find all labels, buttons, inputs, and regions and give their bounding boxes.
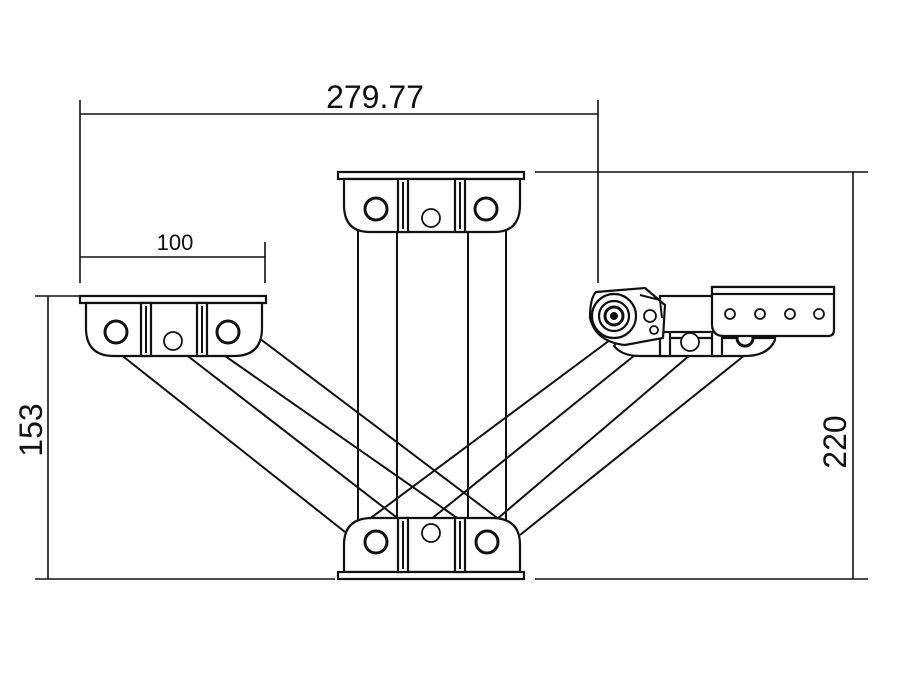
pivot-hole — [474, 529, 500, 555]
bottom-bracket — [336, 516, 526, 581]
dimension-overall-width: 279.77 — [79, 79, 599, 283]
dimension-label-left-height: 153 — [13, 403, 49, 456]
right-bracket — [588, 285, 836, 358]
pivot-hole — [421, 523, 441, 543]
pivot-hole — [363, 196, 389, 222]
top-bracket — [336, 170, 526, 234]
dimension-left-height: 153 — [13, 295, 335, 580]
mounting-hole — [754, 308, 766, 320]
dimension-label-total-height: 220 — [817, 415, 853, 468]
dimension-label-overall-width: 279.77 — [326, 79, 424, 115]
pivot-hole — [103, 319, 129, 345]
pivot-hole — [421, 208, 441, 228]
dimension-bracket-width: 100 — [80, 230, 266, 283]
pivot-hole — [215, 319, 241, 345]
pivot-hole — [163, 331, 183, 351]
pivot-hole — [473, 196, 499, 222]
mounting-hole — [784, 308, 796, 320]
dimension-total-height: 220 — [535, 171, 868, 580]
dimension-label-bracket-width: 100 — [157, 230, 194, 255]
linkage-arms — [114, 225, 746, 536]
pivot-hole — [363, 529, 389, 555]
pivot-hole — [680, 332, 700, 352]
mounting-hole — [813, 308, 825, 320]
mounting-hole — [724, 308, 736, 320]
left-bracket — [78, 294, 268, 358]
